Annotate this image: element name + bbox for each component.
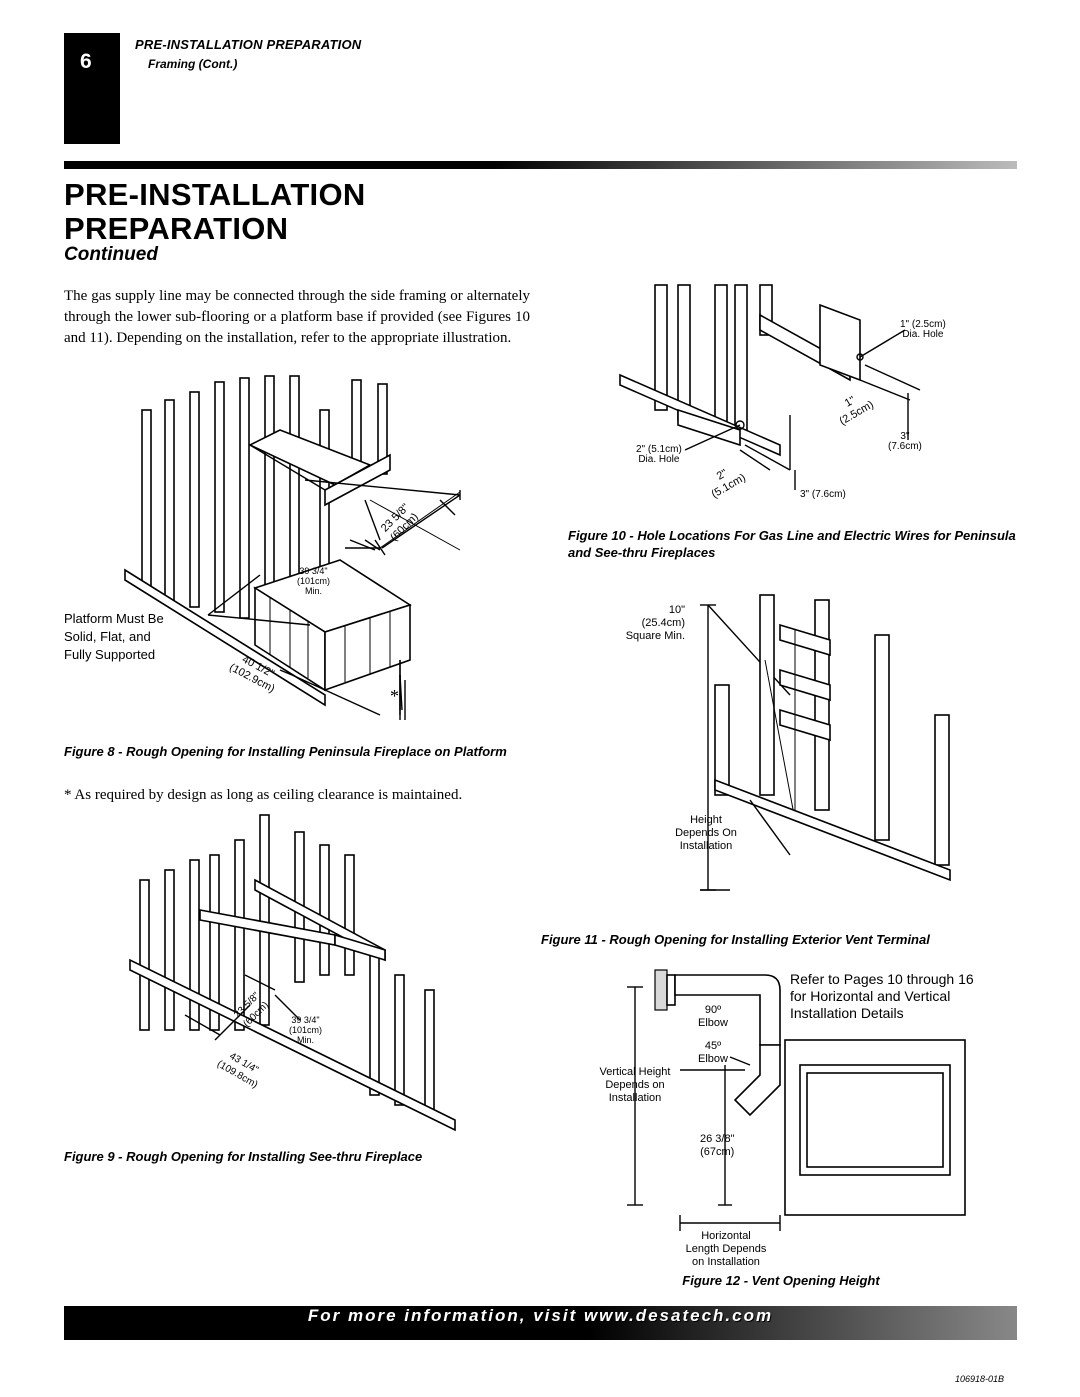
fig10-dim-3in-right: 3" (7.6cm) [888,431,922,452]
fig8-dim-width: 39 3/4" (101cm) Min. [297,566,331,596]
header-rule [64,161,1017,169]
figure-11-caption: Figure 11 - Rough Opening for Installing… [541,932,930,947]
section-title: PRE-INSTALLATION PREPARATION [135,37,362,52]
document-number: 106918-01B [955,1374,1005,1384]
fig12-dim: 26 3/8" (67cm) [700,1133,735,1158]
fig10-hole2-label: 2" (5.1cm) Dia. Hole [636,444,682,465]
figure-12-illustration [627,969,966,1231]
fig9-dim-width: 39 3/4" (101cm) Min. [289,1015,323,1045]
fig11-dim-top: 10" (25.4cm) Square Min. [625,604,685,642]
fig10-dim-3in-bottom: 3" (7.6cm) [800,489,846,500]
figure-8-illustration [124,375,461,720]
section-subtitle: Framing (Cont.) [148,57,238,71]
fig12-horizontal: Horizontal Length Depends on Installatio… [685,1230,767,1268]
body-paragraph: The gas supply line may be connected thr… [64,288,530,346]
figure-8-caption: Figure 8 - Rough Opening for Installing … [64,744,507,759]
fig12-elbow90: 90º Elbow [698,1004,728,1029]
fig11-height-label: Height Depends On Installation [675,814,737,852]
figure-9-illustration [129,814,456,1132]
fig12-vertical-height: Vertical Height Depends on Installation [599,1066,671,1104]
page-number-tab [64,33,120,144]
fig8-label-platform: Platform Must Be Solid, Flat, and Fully … [64,611,164,662]
fig10-hole1-label: 1" (2.5cm) Dia. Hole [900,319,946,340]
page-heading: PRE-INSTALLATION PREPARATION [64,177,366,246]
figure-10-illustration [619,284,921,490]
footer-bar: For more information, visit www.desatech… [64,1306,1017,1340]
footer-link-text[interactable]: For more information, visit www.desatech… [307,1306,774,1325]
figure-10-caption: Figure 10 - Hole Locations For Gas Line … [568,528,1016,560]
fig12-elbow45: 45º Elbow [698,1040,728,1065]
page-number: 6 [80,50,92,73]
footnote: * As required by design as long as ceili… [64,787,463,803]
fig8-asterisk: * [390,686,399,706]
fig12-refer-text: Refer to Pages 10 through 16 for Horizon… [790,971,974,1021]
figure-9-caption: Figure 9 - Rough Opening for Installing … [64,1149,423,1164]
figure-11-illustration [700,594,951,891]
continued-label: Continued [64,244,158,265]
figure-12-caption: Figure 12 - Vent Opening Height [682,1273,880,1288]
